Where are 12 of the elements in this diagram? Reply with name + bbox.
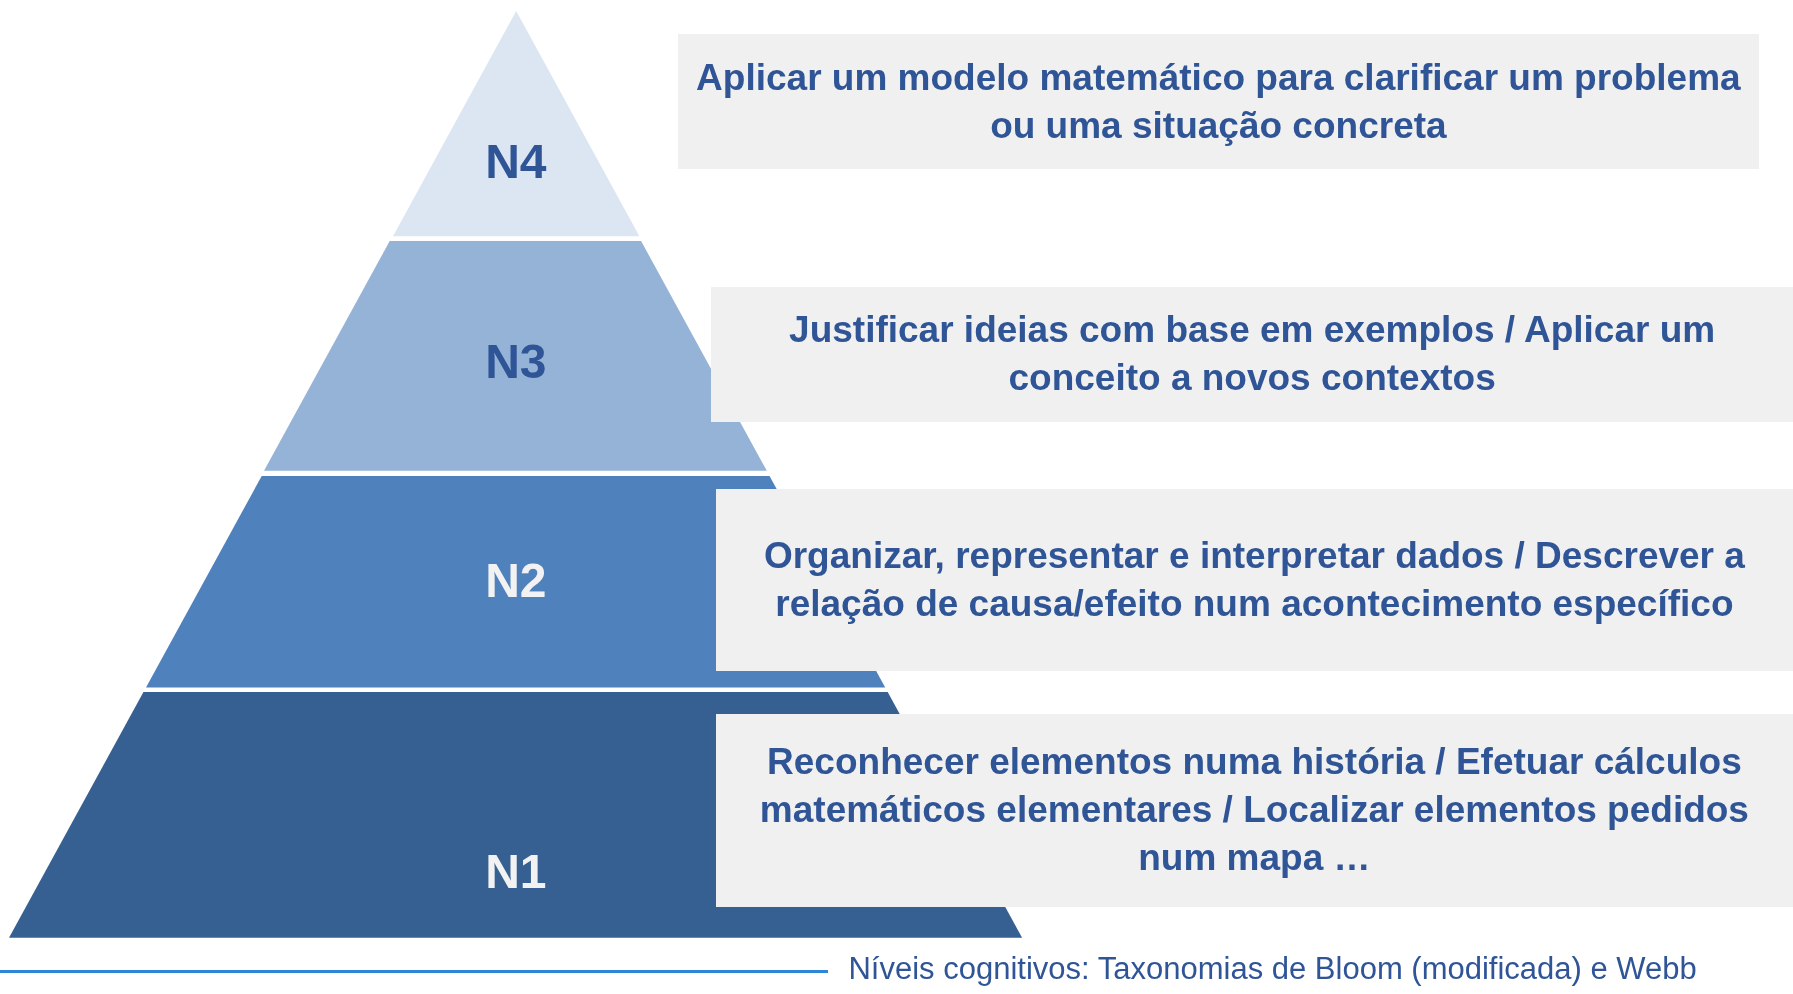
level-label: N1 [485,848,547,897]
level-label: N2 [485,556,547,605]
description-text: Organizar, representar e interpretar dados / Descrever a relação de causa/efeito num acontecimento específico [762,534,1746,627]
description-text: Justificar ideias com base em exemplos / Aplicar um conceito a novos contextos [788,308,1717,401]
description-panel [715,713,1793,907]
caption: Níveis cognitivos: Taxonomias de Bloom (modificada) e Webb [848,951,1697,988]
description-text: Reconhecer elementos numa história / Efetuar cálculos matemáticos elementares / Localizar elementos pedidos num mapa … [758,740,1750,881]
description-panel [715,489,1793,672]
description-panel [711,287,1793,422]
description-text: Aplicar um modelo matemático para clarificar um problema ou uma situação concreta [695,55,1742,148]
level-label: N3 [485,338,547,387]
level-label: N4 [485,138,547,187]
